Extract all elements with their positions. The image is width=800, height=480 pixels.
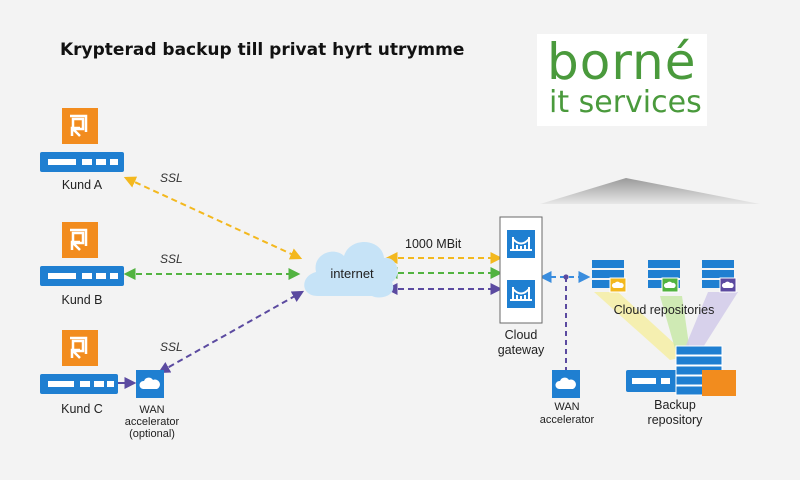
logo-tagline: it services xyxy=(549,85,702,120)
cloud-icon xyxy=(721,281,734,288)
link-kund-a-internet xyxy=(123,176,303,260)
bandwidth-label: 1000 MBit xyxy=(405,237,462,251)
internet-cloud-icon xyxy=(304,241,398,298)
cloud-repository-yellow xyxy=(592,260,627,293)
light-beam-yellow xyxy=(594,292,688,360)
vm-icon xyxy=(62,330,98,366)
vm-icon-detail xyxy=(70,228,88,251)
cloud-gateway-line2: gateway xyxy=(497,343,545,357)
junction-dot xyxy=(563,274,569,280)
vm-icon-detail xyxy=(70,114,88,137)
server-bay xyxy=(96,159,106,165)
backup-badge-orange xyxy=(702,370,736,396)
logo-wordmark: borné xyxy=(547,33,697,91)
server-bay xyxy=(110,273,118,279)
kund-b-label: Kund B xyxy=(61,293,103,307)
wan-accelerator-provider-line2: accelerator xyxy=(539,414,595,426)
light-beam-purple xyxy=(684,292,738,352)
gateway-bridge-icon xyxy=(507,280,535,308)
backup-repository-line2: repository xyxy=(647,413,703,427)
wan-accelerator-provider-label: WAN accelerator xyxy=(528,401,606,427)
server-bay xyxy=(80,381,90,387)
server-icon xyxy=(40,374,118,394)
internet-cloud xyxy=(304,241,398,298)
ssl-label-c: SSL xyxy=(160,340,183,354)
wan-accelerator-provider-node xyxy=(552,370,580,398)
cloud-repository-purple xyxy=(702,260,737,293)
cloud-repositories-label: Cloud repositories xyxy=(613,303,715,317)
server-bay xyxy=(48,273,76,279)
server-bay xyxy=(82,159,92,165)
backup-repository-label: Backup repository xyxy=(630,398,720,428)
wan-accelerator-customer-line1: WAN xyxy=(139,404,165,416)
cloud-gateway-label: Cloud gateway xyxy=(486,328,556,358)
kund-b-node xyxy=(40,222,124,286)
cloud-gateway-line1: Cloud xyxy=(504,328,538,342)
light-beam-green xyxy=(660,296,690,352)
server-bay xyxy=(632,378,656,384)
server-bay xyxy=(96,273,106,279)
page-title: Krypterad backup till privat hyrt utrymm… xyxy=(60,40,465,60)
ssl-label-b: SSL xyxy=(160,252,183,266)
server-bay xyxy=(94,381,104,387)
wan-accelerator-provider-line1: WAN xyxy=(554,401,580,413)
backup-repository-node xyxy=(626,345,736,396)
vm-icon-detail xyxy=(70,336,88,359)
company-logo: borné it services xyxy=(537,34,707,126)
server-bay xyxy=(48,159,76,165)
cloud-icon xyxy=(611,281,624,288)
server-bay xyxy=(661,378,670,384)
kund-c-node xyxy=(40,330,118,394)
kund-a-node xyxy=(40,108,124,172)
cloud-icon xyxy=(139,377,160,389)
cloud-icon xyxy=(663,281,676,288)
storage-stack-icon xyxy=(675,345,723,356)
cloud-gateway-node xyxy=(499,216,543,324)
backup-repository-line1: Backup xyxy=(654,398,696,412)
server-bay xyxy=(48,381,74,387)
cloud-icon xyxy=(555,377,576,389)
cloud-repository-green xyxy=(648,260,680,293)
ssl-label-a: SSL xyxy=(160,171,183,185)
kund-a-label: Kund A xyxy=(61,178,103,192)
server-bay xyxy=(107,381,114,387)
wan-accelerator-customer-line2: accelerator xyxy=(124,416,180,428)
link-wan-internet xyxy=(157,290,305,374)
server-bay xyxy=(110,159,118,165)
gateway-bridge-icon xyxy=(507,230,535,258)
vm-icon xyxy=(62,108,98,144)
server-bay xyxy=(82,273,92,279)
wan-accelerator-customer-line3: (optional) xyxy=(129,428,175,440)
storage-stack-icon xyxy=(675,355,723,366)
internet-label: internet xyxy=(330,266,374,281)
kund-c-label: Kund C xyxy=(61,402,103,416)
vm-icon xyxy=(62,222,98,258)
wan-accelerator-customer-label: WAN accelerator (optional) xyxy=(112,404,192,440)
wan-accelerator-customer-node xyxy=(136,370,164,398)
spotlight-triangle xyxy=(540,178,760,204)
